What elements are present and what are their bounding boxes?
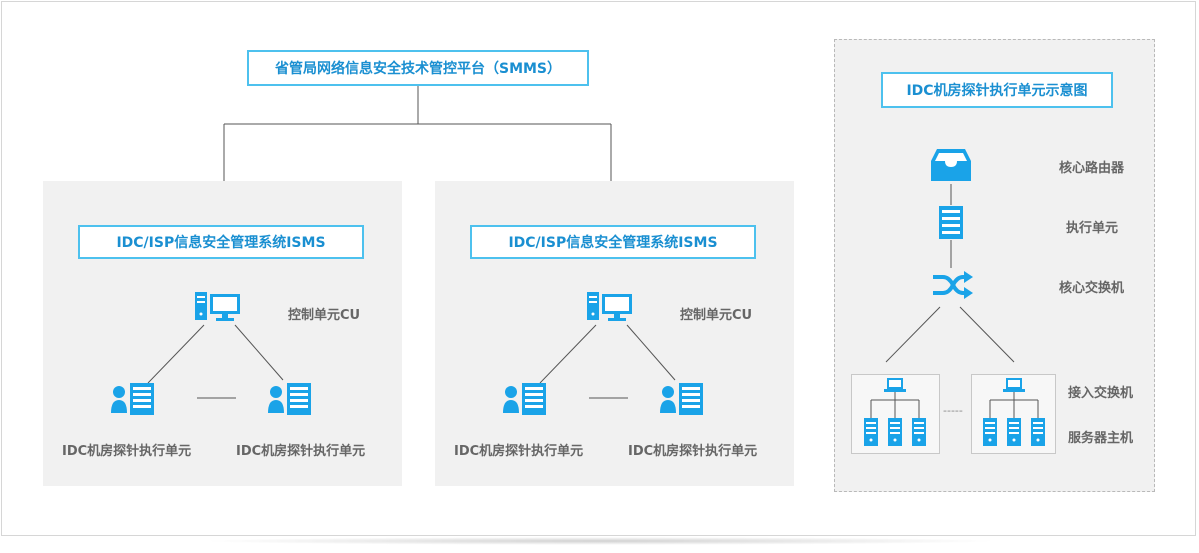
probe-label-right-1: IDC机房探针执行单元	[454, 444, 584, 459]
isms-title-box-right: IDC/ISP信息安全管理系统ISMS	[470, 225, 756, 259]
router-icon	[931, 149, 971, 181]
laptop-icon	[1003, 378, 1025, 392]
computer-icon	[587, 292, 632, 321]
probe-unit-icon	[268, 383, 311, 415]
isms-title-left: IDC/ISP信息安全管理系统ISMS	[116, 235, 326, 251]
isms-title-right: IDC/ISP信息安全管理系统ISMS	[508, 235, 718, 251]
tower-server-icon	[983, 418, 997, 446]
tower-server-icon	[888, 418, 902, 446]
control-unit-label-right: 控制单元CU	[680, 308, 753, 323]
isms-title-box-left: IDC/ISP信息安全管理系统ISMS	[78, 225, 364, 259]
legend-title: IDC机房探针执行单元示意图	[906, 83, 1088, 99]
server-icon	[939, 206, 963, 239]
probe-label-left-1: IDC机房探针执行单元	[62, 444, 192, 459]
probe-unit-icon	[503, 383, 546, 415]
platform-title: 省管局网络信息安全技术管控平台（SMMS）	[274, 61, 562, 77]
frame-shadow	[200, 537, 1000, 545]
laptop-icon	[884, 378, 906, 392]
access-switch-label: 接入交换机	[1068, 386, 1134, 401]
probe-unit-icon	[111, 383, 154, 415]
tower-server-icon	[1007, 418, 1021, 446]
tower-server-icon	[864, 418, 878, 446]
legend-title-box: IDC机房探针执行单元示意图	[881, 72, 1113, 108]
platform-title-box: 省管局网络信息安全技术管控平台（SMMS）	[247, 50, 589, 86]
computer-icon	[195, 292, 240, 321]
server-host-label: 服务器主机	[1068, 431, 1134, 446]
control-unit-label-left: 控制单元CU	[288, 308, 361, 323]
exec-unit-label: 执行单元	[1066, 221, 1119, 236]
tower-server-icon	[1031, 418, 1045, 446]
ellipsis-dashes: -----	[943, 404, 963, 417]
switch-icon	[933, 271, 973, 299]
probe-unit-icon	[660, 383, 703, 415]
probe-label-left-2: IDC机房探针执行单元	[236, 444, 366, 459]
tower-server-icon	[912, 418, 926, 446]
core-switch-label: 核心交换机	[1059, 281, 1125, 296]
core-router-label: 核心路由器	[1059, 161, 1125, 176]
probe-label-right-2: IDC机房探针执行单元	[628, 444, 758, 459]
